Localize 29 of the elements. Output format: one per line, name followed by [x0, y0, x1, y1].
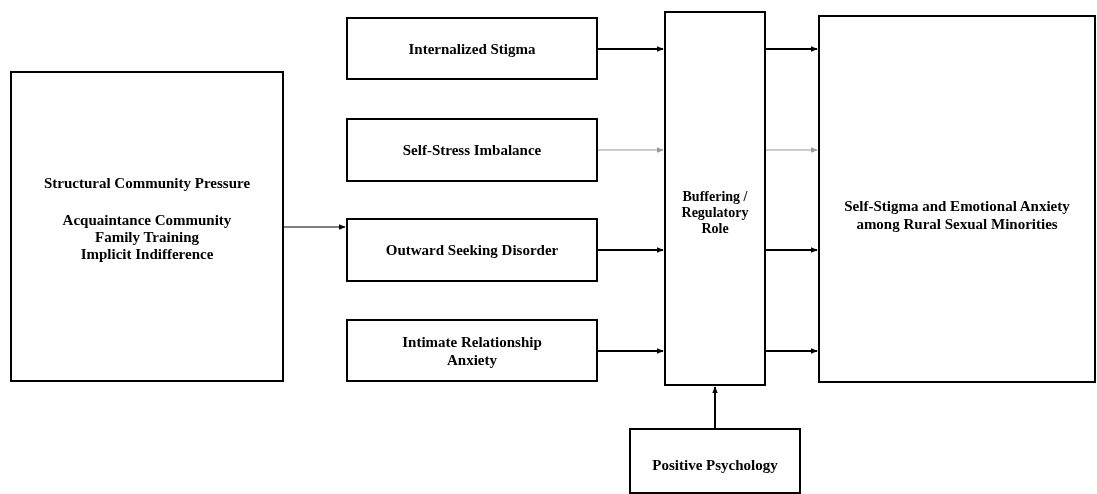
arrow	[597, 147, 664, 153]
process-box	[10, 71, 284, 382]
arrow	[597, 247, 664, 253]
box-label: Family Training	[94, 228, 199, 246]
arrow	[765, 348, 818, 354]
box-label: Positive Psychology	[652, 456, 778, 474]
box-label: Self-Stigma and Emotional Anxiety among Rural Sexual Minorities	[843, 197, 1071, 233]
process-box	[346, 319, 598, 382]
arrow	[765, 247, 818, 253]
box-label: Self-Stress Imbalance	[402, 141, 542, 159]
box-label: Acquaintance Community	[62, 211, 232, 229]
process-box	[346, 118, 598, 182]
arrow	[597, 348, 664, 354]
box-label: Intimate Relationship Anxiety	[401, 332, 543, 369]
process-box	[664, 11, 766, 386]
process-box	[818, 15, 1096, 383]
process-box	[346, 17, 598, 80]
process-box	[629, 428, 801, 494]
box-label: Implicit Indifference	[80, 245, 214, 263]
box-label: Structural Community Pressure	[43, 174, 251, 192]
box-label: Internalized Stigma	[408, 39, 536, 58]
box-label: Buffering / Regulatory Role	[680, 189, 750, 237]
process-box	[346, 218, 598, 282]
arrow	[597, 46, 664, 52]
box-label: Outward Seeking Disorder	[385, 241, 559, 259]
arrow	[765, 147, 818, 153]
arrow	[283, 224, 346, 230]
arrow	[712, 386, 718, 429]
arrow	[765, 46, 818, 52]
